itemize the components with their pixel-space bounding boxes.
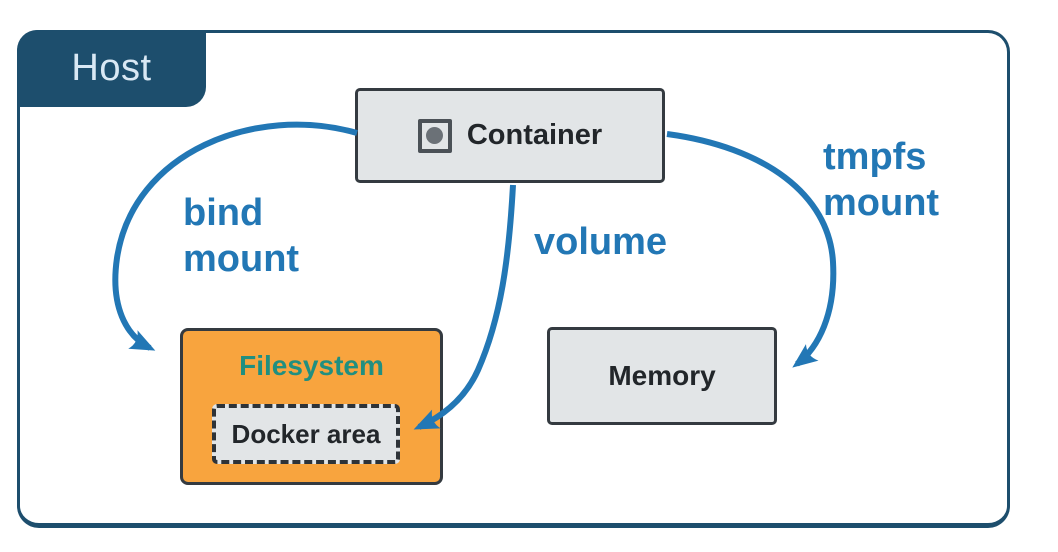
bind-mount-label: bind mount (183, 192, 300, 281)
docker-area-node: Docker area (212, 404, 400, 464)
container-label: Container (466, 119, 603, 151)
memory-label: Memory (608, 360, 716, 391)
host-boundary (17, 30, 1010, 528)
filesystem-label: Filesystem (239, 350, 384, 381)
docker-area-label: Docker area (231, 418, 381, 449)
host-label: Host (71, 47, 152, 89)
host-tab: Host (17, 30, 206, 107)
memory-node: Memory (547, 327, 777, 425)
container-node: Container (355, 88, 665, 183)
filesystem-node: Filesystem Docker area (180, 328, 443, 485)
container-icon-dot (426, 127, 444, 144)
tmpfs-mount-label: tmpfs mount (823, 136, 940, 225)
volume-label: volume (534, 221, 668, 263)
container-icon (417, 118, 452, 153)
